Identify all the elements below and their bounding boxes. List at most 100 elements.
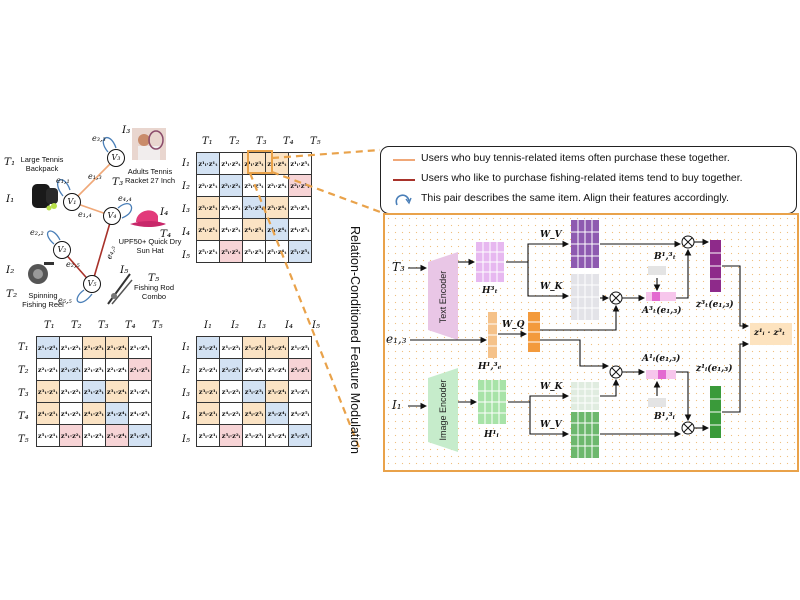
matrix-cell: z³ᵢ·z³ₜ [242,196,266,219]
node-v2: V₂ [53,241,71,259]
row-header: I₄ [182,411,190,422]
edge-v1-v3 [71,157,117,203]
label-w-k-bot: W_K [540,382,563,392]
row-header: T₂ [18,365,29,376]
matrix-cell: z²ᵢ·z⁴ᵢ [265,358,289,381]
row-header: I₃ [182,388,190,399]
col-header: T₅ [152,320,163,331]
matrix-cell: z²ᵢ·z³ᵢ [242,358,266,381]
matrix-cell: z³ₜ·z²ₜ [59,380,83,403]
matrix-cell: z²ₜ·z²ₜ [59,358,83,381]
col-header: I₅ [312,320,320,331]
matrix-cell: z³ₜ·z⁴ₜ [105,380,129,403]
row-header: T₁ [18,342,29,353]
legend-same-text: This pair describes the same item. Align… [421,192,729,204]
matrix-cell: z²ₜ·z⁵ₜ [128,358,152,381]
matrix-cell: z³ᵢ·z⁴ᵢ [265,380,289,403]
matrix-cell: z¹ₜ·z⁴ₜ [105,336,129,359]
row-header: I₅ [182,250,190,261]
label-t5: T₅ [148,272,160,284]
col-header: T₁ [202,136,213,147]
matrix-cell: z⁴ᵢ·z²ᵢ [219,402,243,425]
legend-fishing-text: Users who like to purchase fishing-relat… [421,172,743,184]
label-i3: I₃ [122,124,131,136]
col-header: I₄ [285,320,293,331]
label-t3-name: Adults Tennis Racket 27 Inch [124,167,176,185]
label-a-t: A³ₜ(e₁,₃) [642,306,682,316]
col-header: T₂ [229,136,240,147]
loop-v2 [46,230,61,245]
text-encoder-label: Text Encoder [438,270,448,324]
col-header: T₄ [125,320,136,331]
fishing-reel-icon [28,262,54,284]
tennis-racket-photo-icon [132,128,166,160]
h-t-matrix [476,242,504,282]
row-header: I₁ [182,158,190,169]
matrix-cell: z¹ᵢ·z⁵ₜ [288,152,312,175]
input-i1: I₁ [392,398,402,412]
matrix-cell: z³ᵢ·z⁴ₜ [265,196,289,219]
legend-self-loop-icon [395,194,412,206]
loop-v4 [117,203,133,219]
matrix-cell: z³ᵢ·z²ₜ [219,196,243,219]
label-i2: I₂ [6,264,15,276]
k-bottom-matrix [571,382,599,410]
row-header: I₄ [182,227,190,238]
loop-v1 [57,179,71,197]
label-z-i: z¹ᵢ(e₁,₃) [696,364,733,374]
node-v1: V₁ [63,193,81,211]
label-t5-name: Fishing Rod Combo [133,283,175,301]
matrix-cell: z¹ᵢ·z¹ₜ [196,152,220,175]
row-header: I₃ [182,204,190,215]
text-encoder-shape [428,252,458,340]
v-top-matrix [571,220,599,268]
row-header: I₅ [182,434,190,445]
h-e-vector [488,312,497,358]
edge-label-e22: e₂,₂ [30,228,44,237]
matrix-cell: z⁴ₜ·z⁵ₜ [128,402,152,425]
label-w-k-top: W_K [540,282,563,292]
matrix-cell: z⁵ᵢ·z⁴ᵢ [265,424,289,447]
loop-v3 [102,137,117,153]
label-t3: T₃ [112,176,124,188]
label-b-t: B¹,³ₜ [654,252,676,262]
loop-v5 [76,289,93,304]
col-header: T₃ [98,320,109,331]
q-vector [528,312,540,352]
fishing-rod-icon [107,273,133,305]
edge-label-e33: e₃,₃ [92,134,106,143]
matrix-cell: z⁴ᵢ·z³ₜ [242,218,266,241]
col-header: I₃ [258,320,266,331]
label-w-q: W_Q [502,320,525,330]
label-i5: I₅ [120,264,129,276]
matrix-cell: z⁵ᵢ·z²ₜ [219,240,243,263]
col-header: T₂ [71,320,82,331]
label-i4: I₄ [160,206,169,218]
label-i1: I₁ [6,193,15,205]
label-t4: T₄ [160,228,172,240]
row-header: T₃ [18,388,29,399]
edge-v4-v5 [91,215,113,285]
matrix-cell: z⁵ₜ·z¹ₜ [36,424,60,447]
matrix-cell: z³ᵢ·z²ᵢ [219,380,243,403]
item-graph: V₁ V₂ V₃ V₄ V₅ e₁,₁ e₁,₃ e₃,₃ e₁,₄ e₄,₄ … [0,120,200,310]
edge-label-e44: e₄,₄ [118,194,132,203]
z-i-vector [710,386,721,438]
label-t4-name: UPF50+ Quick Dry Sun Hat [118,237,182,255]
matrix-cell: z³ₜ·z⁵ₜ [128,380,152,403]
z-t-vector [710,240,721,292]
v-bottom-matrix [571,412,599,458]
